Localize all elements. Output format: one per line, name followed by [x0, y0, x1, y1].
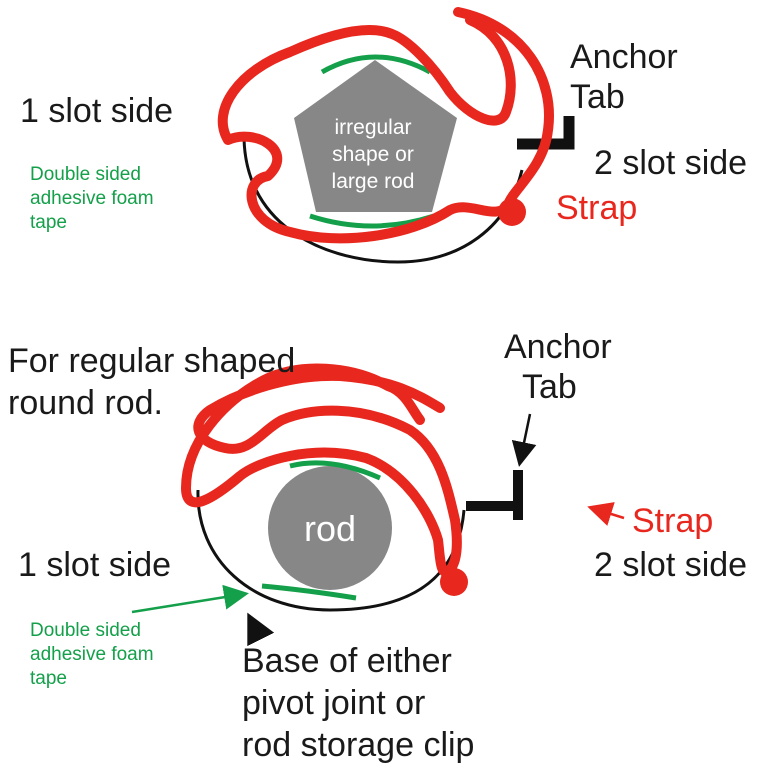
base-label-1: Base of either: [242, 642, 452, 680]
bottom-base-arc: [196, 489, 466, 612]
irregular-shape: [294, 60, 457, 212]
bottom-strap-end: [440, 568, 468, 596]
bottom-diagram: rod For regular shaped round rod. 1 slot…: [8, 328, 747, 764]
top-anchor-label-1: Anchor: [570, 38, 678, 76]
base-pointer-arrow: [247, 612, 275, 647]
top-tape-label-3: tape: [30, 212, 67, 233]
top-shape-label-1: irregular: [334, 116, 411, 139]
bottom-tape-label-2: adhesive foam: [30, 644, 154, 665]
top-shape-label-3: large rod: [332, 170, 415, 193]
top-anchor-tab: [517, 116, 575, 150]
anchor-pointer-arrow: [511, 413, 537, 467]
bottom-anchor-label-1: Anchor: [504, 328, 612, 366]
top-tape-label-2: adhesive foam: [30, 188, 154, 209]
bottom-heading-1: For regular shaped: [8, 342, 295, 380]
bottom-anchor-label-2: Tab: [522, 368, 577, 406]
bottom-tape-lower: [261, 583, 357, 601]
bottom-heading-2: round rod.: [8, 384, 163, 422]
top-diagram: 1 slot side Double sided adhesive foam t…: [20, 7, 747, 264]
bottom-anchor-tab: [466, 470, 523, 520]
bottom-tape-upper: [289, 460, 382, 481]
top-strap: [217, 7, 554, 244]
bottom-one-slot-label: 1 slot side: [18, 546, 171, 584]
top-strap-label: Strap: [556, 189, 637, 227]
bottom-tape-label-1: Double sided: [30, 620, 141, 641]
strap-pointer-arrow: [587, 502, 625, 526]
base-label-2: pivot joint or: [242, 684, 425, 722]
top-one-slot-label: 1 slot side: [20, 92, 173, 130]
base-label-3: rod storage clip: [242, 726, 474, 764]
rod-circle: [268, 466, 392, 590]
top-shape-label-2: shape or: [332, 143, 414, 166]
top-base-arc: [242, 137, 524, 264]
top-anchor-label-2: Tab: [570, 78, 625, 116]
top-two-slot-label: 2 slot side: [594, 144, 747, 182]
top-strap-end: [498, 198, 526, 226]
bottom-tape-label-3: tape: [30, 668, 67, 689]
tape-pointer-arrow: [131, 584, 249, 614]
top-tape-upper: [320, 54, 432, 75]
bottom-two-slot-label: 2 slot side: [594, 546, 747, 584]
top-tape-label-1: Double sided: [30, 164, 141, 185]
rod-label: rod: [304, 508, 356, 549]
bottom-strap-label: Strap: [632, 502, 713, 540]
